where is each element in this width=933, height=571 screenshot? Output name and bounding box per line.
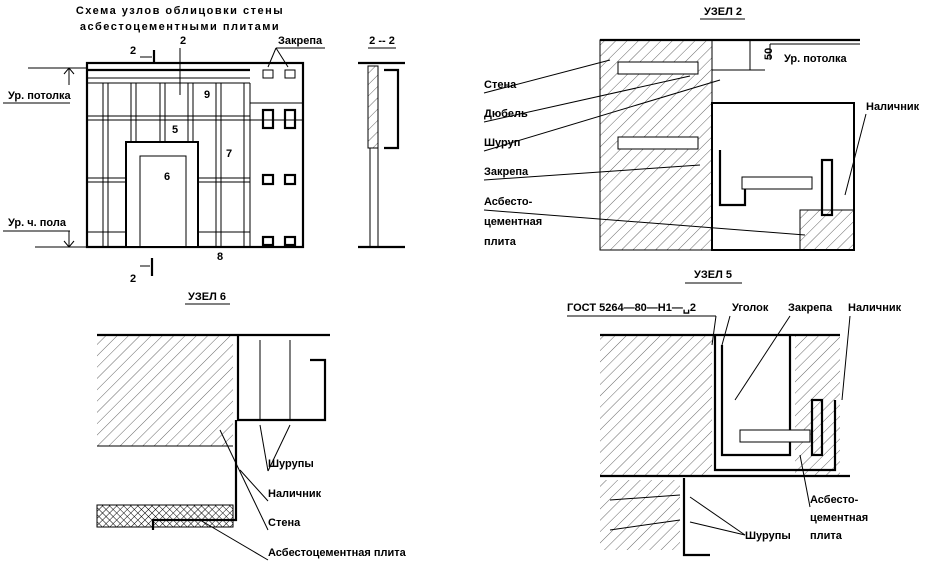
node5-label-clamp: Закрепа xyxy=(788,302,833,314)
callout-2: 2 xyxy=(180,35,186,47)
dowel-bottom xyxy=(617,136,699,150)
callout-6: 6 xyxy=(164,171,170,183)
node2-label-dowel: Дюбель xyxy=(484,108,528,120)
node2-label-plate-3: плита xyxy=(484,236,517,248)
node5-label-screws: Шурупы xyxy=(745,530,791,542)
door-frame xyxy=(125,141,199,248)
node2-nalichnik: Наличник xyxy=(866,101,920,113)
node5-label-gost: ГОСТ 5264—80—Н1—␣2 xyxy=(567,302,696,314)
section-mark-bottom: 2 xyxy=(130,273,136,285)
node6-label-plate: Асбестоцементная плита xyxy=(268,547,407,559)
node2-label-clamp: Закрепа xyxy=(484,166,529,178)
node5-plate-1: Асбесто- xyxy=(810,494,859,506)
node6-label-wall: Стена xyxy=(268,517,301,529)
node6-title: УЗЕЛ 6 xyxy=(188,291,226,303)
node5-plate-3: плита xyxy=(810,530,843,542)
node2-title: УЗЕЛ 2 xyxy=(704,6,742,18)
node5-plate-2: цементная xyxy=(810,512,868,524)
node5-label-angle: Уголок xyxy=(732,302,769,314)
callout-8: 8 xyxy=(217,251,223,263)
node2-label-screw: Шуруп xyxy=(484,137,520,149)
node5-wall xyxy=(600,336,712,476)
node-6: УЗЕЛ 6 Шурупы Наличник Стена Асбестоцеме… xyxy=(96,291,407,561)
section-2-2 xyxy=(358,61,405,249)
node5-title: УЗЕЛ 5 xyxy=(694,269,732,281)
clamps xyxy=(261,69,297,247)
callout-9: 9 xyxy=(204,89,210,101)
node6-wall xyxy=(97,336,233,446)
node2-label-wall: Стена xyxy=(484,79,517,91)
dowel-top xyxy=(617,61,699,75)
node2-dim: 50 xyxy=(763,48,775,60)
node6-plate xyxy=(96,504,234,528)
wall-scheme: Схема узлов облицовки стены асбестоцемен… xyxy=(3,5,405,285)
node6-label-screws: Шурупы xyxy=(268,458,314,470)
callout-7: 7 xyxy=(226,148,232,160)
node2-label-plate-2: цементная xyxy=(484,216,542,228)
section-title: 2 -- 2 xyxy=(369,35,395,47)
node2-label-plate-1: Асбесто- xyxy=(484,196,533,208)
node-5: УЗЕЛ 5 ГОСТ 5264—80—Н1—␣2 Уголок Закрепа… xyxy=(567,269,902,557)
level-floor: Ур. ч. пола xyxy=(8,217,67,229)
scheme-title-1: Схема узлов облицовки стены xyxy=(76,5,284,17)
node6-label-nalichnik: Наличник xyxy=(268,488,322,500)
node-2: УЗЕЛ 2 50 Ур. потолка Наличник Стена Дюб… xyxy=(483,6,920,251)
scheme-zakrepa-label: Закрепа xyxy=(278,35,323,47)
node2-level: Ур. потолка xyxy=(784,53,848,65)
node5-label-nalichnik: Наличник xyxy=(848,302,902,314)
callout-5: 5 xyxy=(172,124,178,136)
level-ceiling: Ур. потолка xyxy=(8,90,72,102)
section-mark-top: 2 xyxy=(130,45,136,57)
scheme-title-2: асбестоцементными плитами xyxy=(80,21,280,33)
